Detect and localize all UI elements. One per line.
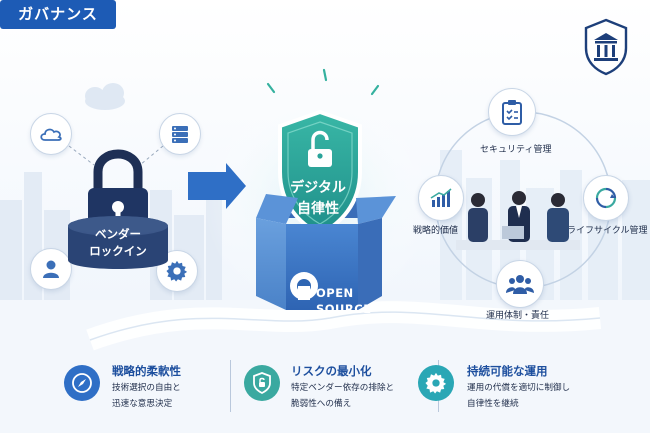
institution-icon — [584, 18, 628, 76]
cycle-icon — [595, 187, 617, 209]
lifecycle-bubble — [583, 175, 629, 221]
feature-desc-2: 特定ベンダー依存の排除と 脆弱性への備え — [291, 383, 395, 409]
growth-chart-icon — [430, 188, 452, 207]
open-source-box — [256, 109, 396, 310]
meeting-people-illustration — [456, 191, 580, 250]
user-icon — [43, 260, 59, 278]
feature-icon-1 — [64, 365, 100, 401]
feature-desc-3: 運用の代償を適切に制御し 自律性を継続 — [467, 383, 571, 409]
vendor-lockin-label: ベンダー ロックイン — [89, 227, 147, 258]
team-bubble — [496, 260, 544, 308]
feature-divider-1 — [230, 360, 231, 412]
cloud-bubble — [30, 113, 72, 155]
feature-title-1: 戦略的柔軟性 — [112, 364, 181, 378]
feature-title-2: リスクの最小化 — [291, 364, 372, 378]
shield-icon — [253, 372, 271, 394]
security-bubble — [488, 88, 536, 136]
team-icon — [506, 275, 534, 294]
gear-icon — [166, 260, 188, 282]
vendor-lockin-cylinder — [68, 149, 168, 269]
feature-icon-2 — [244, 365, 280, 401]
lifecycle-management-label: ライフサイクル管理 — [567, 226, 648, 236]
strategic-value-label: 戦略的価値 — [413, 226, 459, 236]
digital-autonomy-label: デジタル 自律性 — [290, 180, 346, 217]
strategy-bubble — [418, 175, 464, 221]
feature-title-3: 持続可能な運用 — [467, 364, 548, 378]
gear-icon — [425, 372, 447, 394]
feature-desc-1: 技術選択の自由と 迅速な意思決定 — [112, 383, 181, 409]
open-source-label: OPEN SOURCE — [316, 286, 372, 316]
operation-responsibility-label: 運用体制・責任 — [486, 311, 550, 321]
compass-icon — [72, 373, 92, 393]
user-bubble — [30, 248, 72, 290]
page-title: ガバナンス — [0, 0, 116, 29]
server-bubble — [159, 113, 201, 155]
clipboard-icon — [502, 100, 522, 125]
server-icon — [172, 126, 188, 143]
cloud-icon — [40, 128, 62, 141]
feature-icon-3 — [418, 365, 454, 401]
security-management-label: セキュリティ管理 — [480, 145, 552, 155]
